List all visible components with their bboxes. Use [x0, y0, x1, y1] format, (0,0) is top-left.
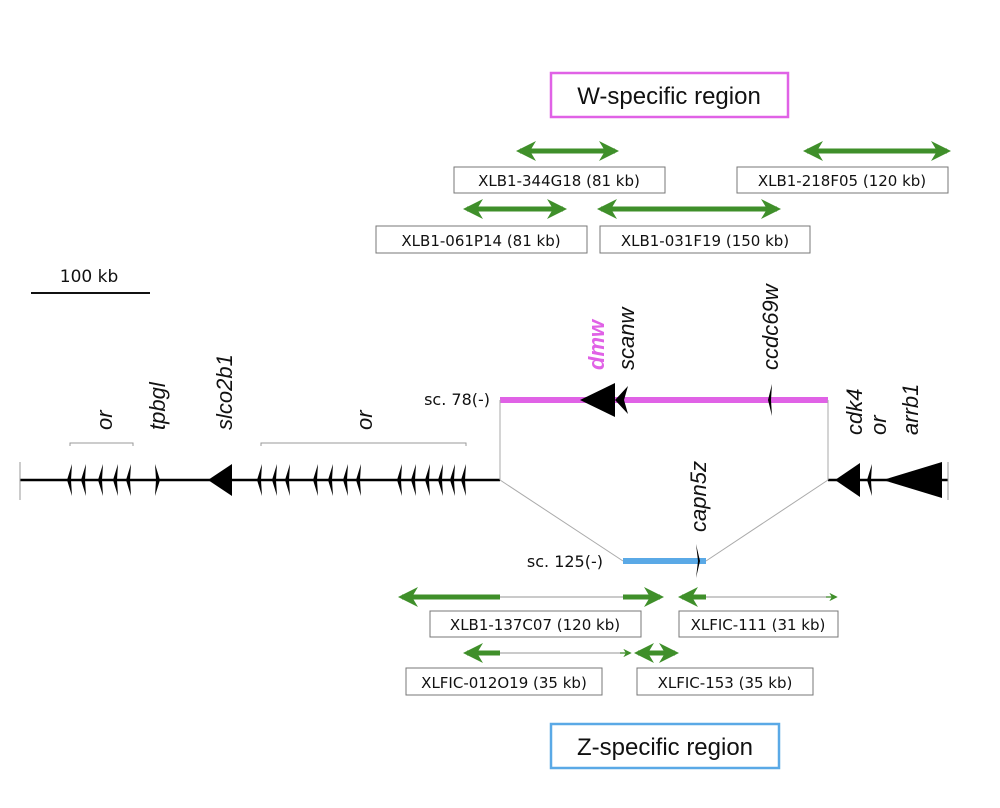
gene-label-dmw: dmw: [584, 318, 609, 370]
w-clone-061P14: XLB1-061P14 (81 kb): [375, 199, 588, 254]
w-clone-031F19: XLB1-031F19 (150 kb): [597, 199, 811, 254]
gene-label-ccdc69w: ccdc69w: [758, 282, 783, 370]
clone-label: XLB1-031F19 (150 kb): [621, 232, 789, 250]
z-clone-153: XLFIC-153 (35 kb): [634, 643, 814, 696]
slco2b1-gene-glyph: [208, 464, 232, 496]
or-gene-glyph: [343, 464, 348, 496]
w-scaffold-label: sc. 78(-): [424, 390, 490, 409]
z-clone-012O19: XLFIC-012O19 (35 kb): [405, 643, 632, 696]
or-gene-glyph: [257, 464, 262, 496]
or-gene-glyph: [356, 464, 361, 496]
gene-label-capn5z: capn5z: [686, 461, 711, 532]
or-gene-glyph: [313, 464, 318, 496]
or-gene-glyph: [450, 464, 455, 496]
or-right-gene-glyph: [867, 464, 872, 496]
z-scaffold: sc. 125(-) capn5z: [499, 461, 829, 578]
or-gene-glyph: [438, 464, 443, 496]
clone-label: XLB1-061P14 (81 kb): [401, 232, 560, 250]
z-region-label: Z-specific region: [577, 734, 753, 761]
ccdc69w-gene-glyph: [768, 384, 772, 416]
or-gene-glyph: [425, 464, 430, 496]
or-gene-glyph: [98, 464, 103, 496]
gene-label-or-mid: or: [352, 409, 377, 430]
clone-label: XLB1-218F05 (120 kb): [758, 172, 926, 190]
dmw-gene-glyph: [580, 383, 615, 417]
or-gene-glyph: [67, 464, 72, 496]
or-gene-glyph: [126, 464, 131, 496]
gene-label-slco2b1: slco2b1: [212, 354, 237, 430]
clone-label: XLB1-137C07 (120 kb): [450, 616, 620, 634]
tpbgl-gene-glyph: [155, 464, 160, 496]
gene-label-or-right: or: [866, 414, 891, 435]
z-clone-137C07: XLB1-137C07 (120 kb): [398, 587, 664, 638]
gene-label-scanw: scanw: [614, 306, 639, 370]
z-region-box: Z-specific region: [549, 722, 781, 770]
or-cluster-left: or: [69, 409, 134, 446]
or-gene-glyph: [328, 464, 333, 496]
capn5z-gene-glyph: [696, 544, 700, 578]
w-region-label: W-specific region: [577, 83, 761, 110]
or-gene-glyph: [397, 464, 402, 496]
gene-label-arrb1: arrb1: [898, 384, 923, 435]
or-gene-glyph: [285, 464, 290, 496]
or-cluster-mid: or: [260, 409, 467, 446]
w-clone-344G18: XLB1-344G18 (81 kb): [453, 141, 666, 194]
or-gene-glyph: [81, 464, 86, 496]
clone-label: XLFIC-111 (31 kb): [691, 616, 826, 634]
scale-bar: 100 kb: [31, 267, 150, 294]
or-gene-glyph: [411, 464, 416, 496]
clone-label: XLB1-344G18 (81 kb): [478, 172, 640, 190]
arrb1-gene-glyph: [883, 462, 942, 498]
cdk4-gene-glyph: [835, 463, 860, 497]
w-region-box: W-specific region: [549, 71, 790, 119]
gene-label-tpbgl: tpbgl: [145, 381, 170, 430]
clone-label: XLFIC-153 (35 kb): [658, 674, 793, 692]
or-gene-glyph: [113, 464, 118, 496]
z-clone-111: XLFIC-111 (31 kb): [678, 587, 839, 638]
w-scaffold: sc. 78(-) dmw scanw ccdc69w: [424, 282, 829, 480]
scale-bar-label: 100 kb: [60, 267, 119, 287]
gene-label-or-left: or: [92, 409, 117, 430]
or-gene-glyph: [461, 464, 466, 496]
clone-label: XLFIC-012O19 (35 kb): [421, 674, 587, 692]
gene-label-cdk4: cdk4: [842, 389, 867, 435]
z-scaffold-label: sc. 125(-): [527, 552, 603, 571]
scanw-gene-glyph: [615, 386, 628, 414]
or-gene-glyph: [272, 464, 277, 496]
w-clone-218F05: XLB1-218F05 (120 kb): [736, 141, 951, 194]
or-gene-glyphs: [67, 464, 466, 496]
